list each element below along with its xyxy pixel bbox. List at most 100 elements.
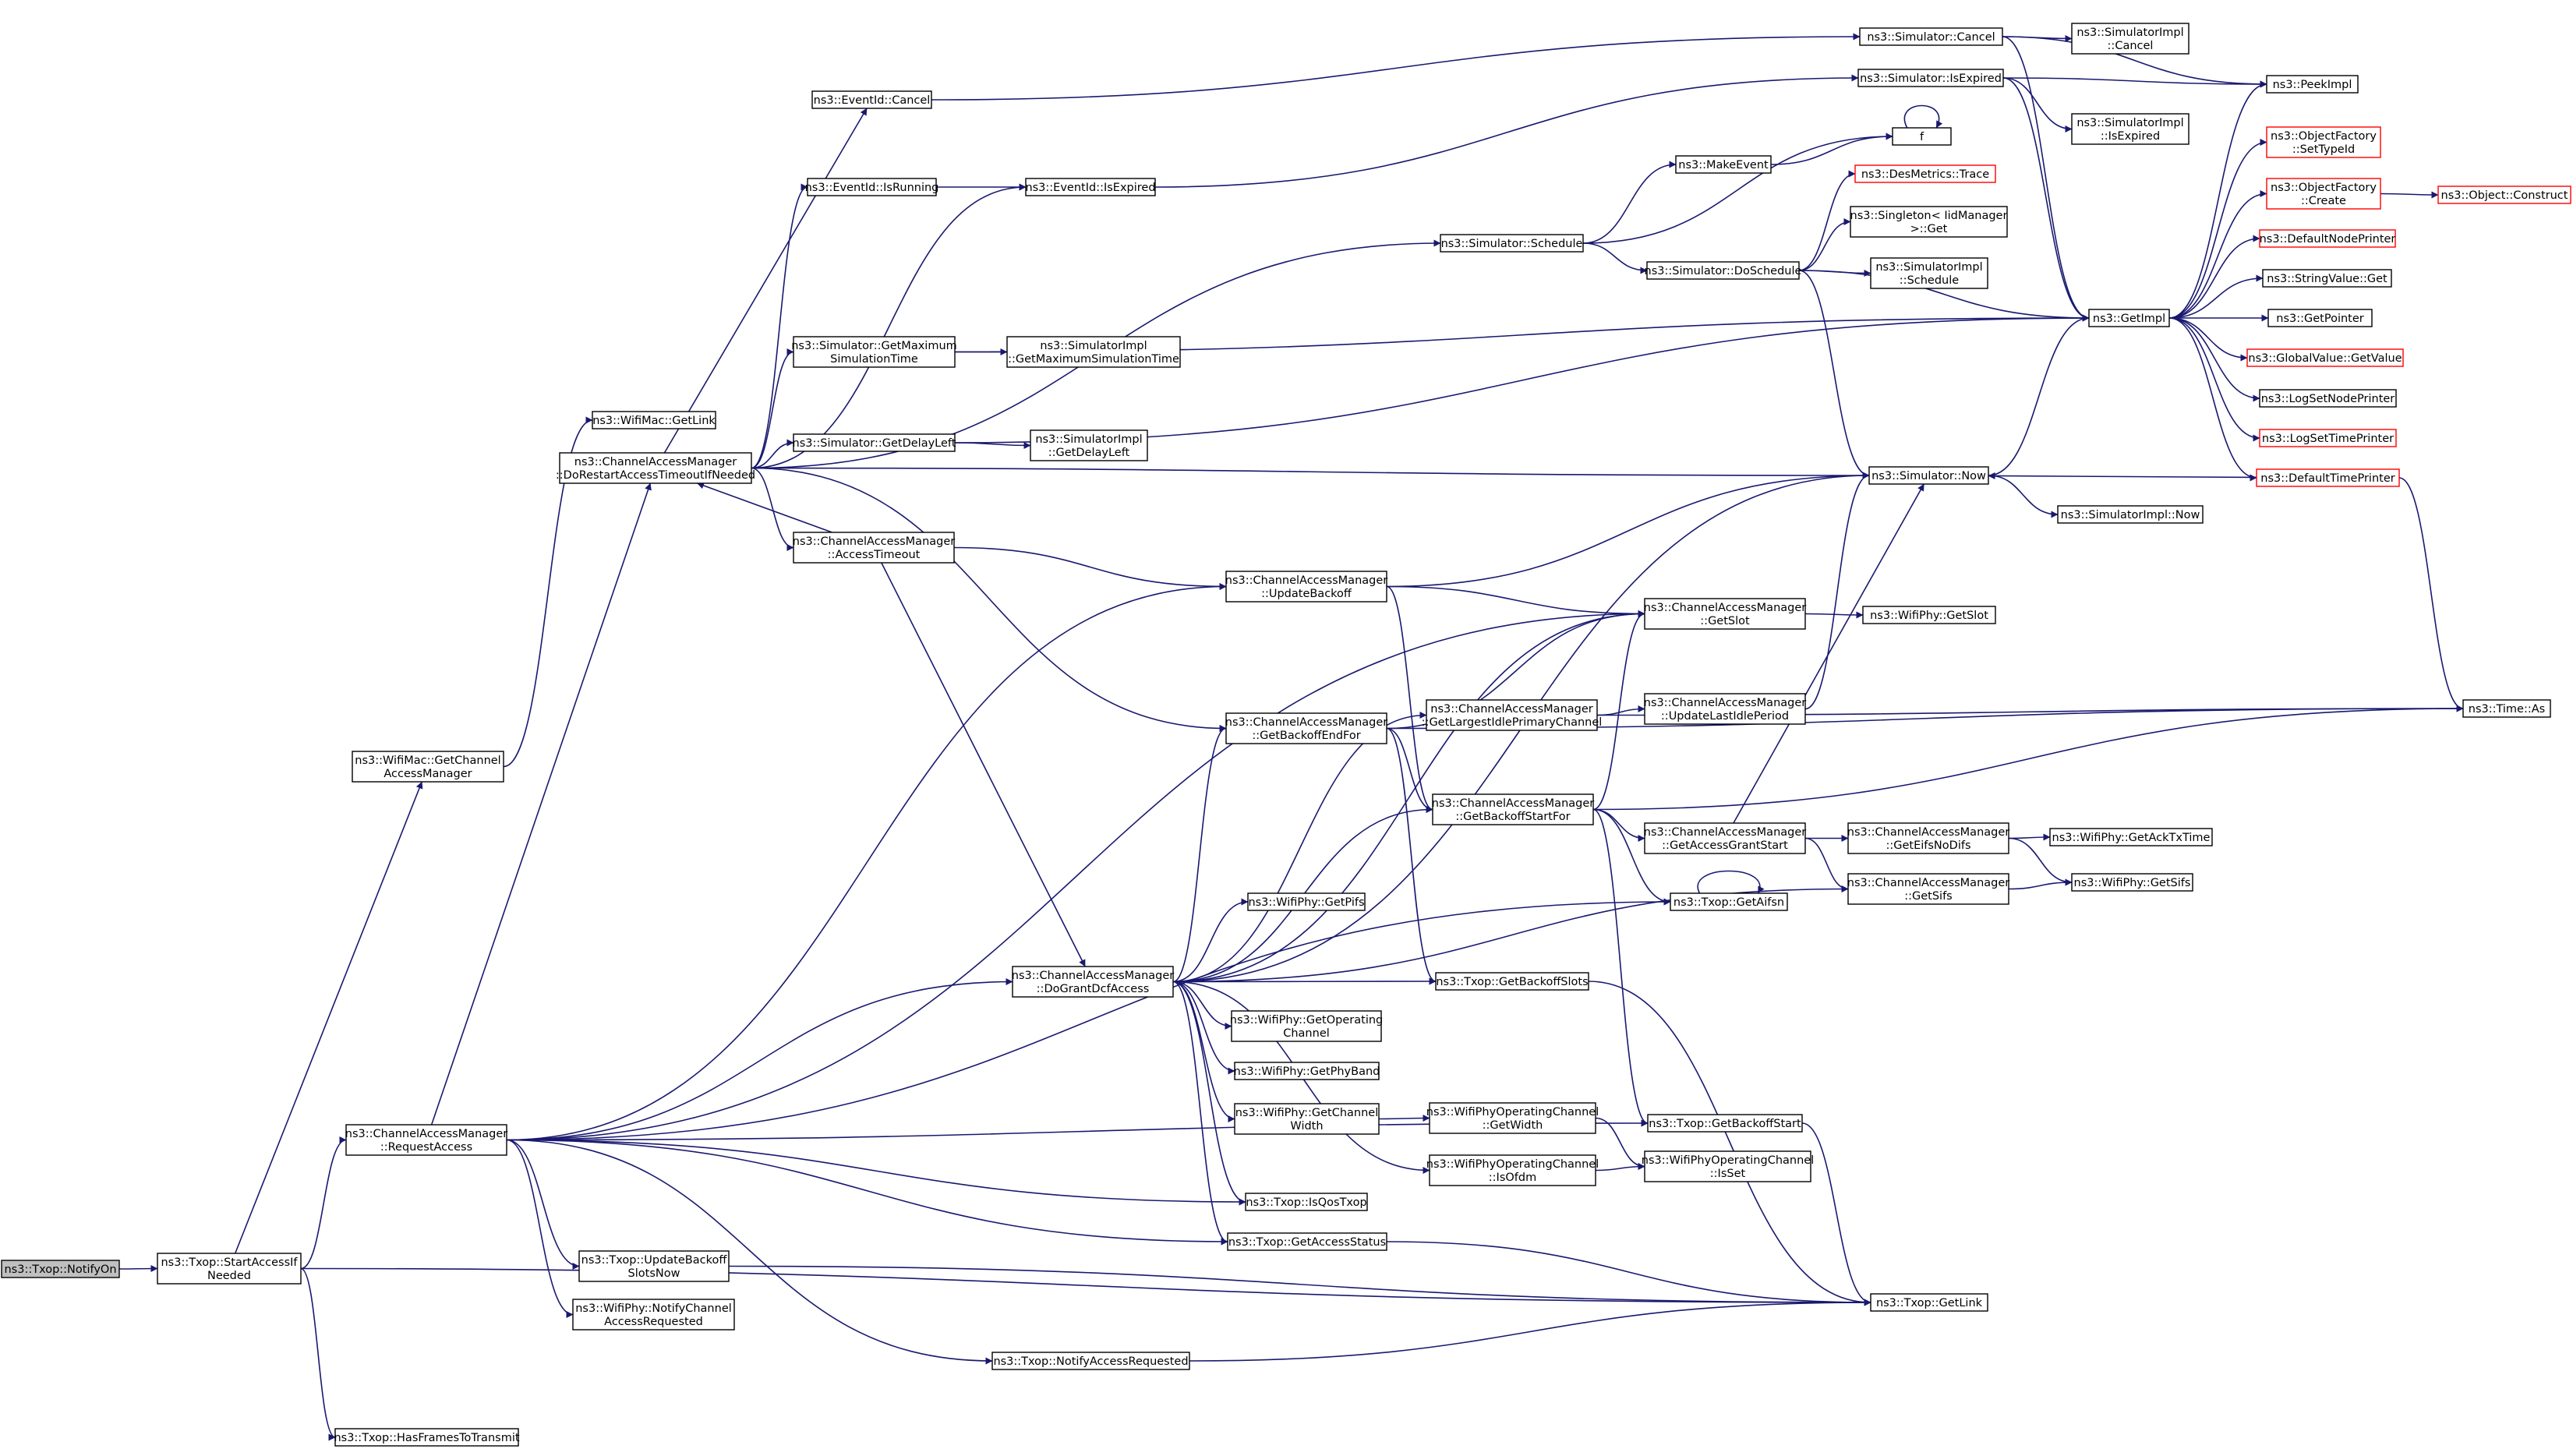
node-txop-getbackoffslots[interactable]: ns3::Txop::GetBackoffSlots (1435, 972, 1589, 991)
node-simulatorimpl-getdelayleft[interactable]: ns3::SimulatorImpl::GetDelayLeft (1030, 429, 1148, 461)
node-simulator-now[interactable]: ns3::Simulator::Now (1868, 466, 1989, 485)
node-wifimac-getlink[interactable]: ns3::WifiMac::GetLink (592, 411, 716, 429)
node-txop-getaifsn[interactable]: ns3::Txop::GetAifsn (1670, 892, 1788, 911)
node-wifiphy-getslot[interactable]: ns3::WifiPhy::GetSlot (1862, 606, 1996, 624)
node-logsettimeprinter[interactable]: ns3::LogSetTimePrinter (2259, 429, 2397, 447)
node-objectfactory-create-label: ::Create (2301, 195, 2346, 207)
node-simulator-isexpired[interactable]: ns3::Simulator::IsExpired (1857, 69, 2004, 87)
node-txop-hasframestotransmit[interactable]: ns3::Txop::HasFramesToTransmit (334, 1428, 520, 1447)
node-wifiphyoperatingchannel-isset[interactable]: ns3::WifiPhyOperatingChannel::IsSet (1642, 1150, 1814, 1182)
node-simulatorimpl-cancel[interactable]: ns3::SimulatorImpl::Cancel (2071, 23, 2190, 55)
node-logsetnodeprinter[interactable]: ns3::LogSetNodePrinter (2259, 389, 2397, 408)
node-simulator-schedule-label: ns3::Simulator::Schedule (1441, 238, 1583, 250)
edge-cam-dograntdcfaccess-to-wifiphy-getchannelwidth (1172, 981, 1235, 1122)
node-txop-notifyaccessrequested-label: ns3::Txop::NotifyAccessRequested (993, 1355, 1188, 1368)
edge-cam-requestaccess-to-txop-getaifsn (506, 898, 1671, 1141)
node-stringvalue-get[interactable]: ns3::StringValue::Get (2262, 269, 2392, 288)
edge-cam-dograntdcfaccess-to-wifiphy-getoperatingchannel (1172, 981, 1232, 1030)
node-globalvalue-getvalue-label: ns3::GlobalValue::GetValue (2248, 352, 2402, 365)
node-wifiphy-getpifs-label: ns3::WifiPhy::GetPifs (1248, 896, 1364, 909)
node-simulator-schedule[interactable]: ns3::Simulator::Schedule (1440, 234, 1584, 253)
node-cam-accesstimeout[interactable]: ns3::ChannelAccessManager::AccessTimeout (793, 532, 956, 564)
edge-cam-geteifsnodifs-to-wifiphy-getacktxtime (2008, 833, 2051, 841)
node-cam-getslot[interactable]: ns3::ChannelAccessManager::GetSlot (1644, 598, 1807, 630)
node-getpointer[interactable]: ns3::GetPointer (2267, 309, 2373, 327)
node-desmetrics-trace[interactable]: ns3::DesMetrics::Trace (1854, 164, 1996, 183)
node-wifiphy-notifychannelaccessrequested[interactable]: ns3::WifiPhy::NotifyChannelAccessRequest… (572, 1299, 735, 1331)
edge-cam-getbackoffstartfor-to-time-as (1592, 705, 2464, 811)
node-cam-getbackoffendfor[interactable]: ns3::ChannelAccessManager::GetBackoffEnd… (1225, 712, 1388, 744)
node-time-as[interactable]: ns3::Time::As (2462, 699, 2551, 718)
node-objectfactory-create[interactable]: ns3::ObjectFactory::Create (2266, 178, 2381, 210)
node-cam-getsifs[interactable]: ns3::ChannelAccessManager::GetSifs (1847, 873, 2010, 905)
nodes-layer: ns3::Txop::NotifyOn ns3::Txop::StartAcces… (1, 23, 2571, 1447)
node-simulator-getmaximumsimulationtime-label: ns3::Simulator::GetMaximum (791, 340, 957, 352)
node-simulator-getdelayleft[interactable]: ns3::Simulator::GetDelayLeft (793, 433, 956, 452)
node-txop-isqostxop[interactable]: ns3::Txop::IsQosTxop (1245, 1193, 1368, 1211)
node-cam-getaccessgrantstart[interactable]: ns3::ChannelAccessManager::GetAccessGran… (1644, 822, 1807, 854)
node-txop-notifyon[interactable]: ns3::Txop::NotifyOn (1, 1260, 120, 1278)
node-wifiphy-getsifs-label: ns3::WifiPhy::GetSifs (2074, 877, 2191, 889)
node-simulatorimpl-getmaximumsimulationtime[interactable]: ns3::SimulatorImpl::GetMaximumSimulation… (1006, 336, 1181, 368)
node-cam-updatelastidleperiod[interactable]: ns3::ChannelAccessManager::UpdateLastIdl… (1644, 693, 1807, 725)
node-objectfactory-settypeid[interactable]: ns3::ObjectFactory::SetTypeId (2266, 126, 2381, 158)
node-getimpl[interactable]: ns3::GetImpl (2088, 309, 2170, 327)
node-simulatorimpl-now-label: ns3::SimulatorImpl::Now (2061, 509, 2200, 521)
edge-cam-accesstimeout-to-cam-dograntdcfaccess (881, 562, 1086, 967)
edge-simulator-now-to-getimpl (1988, 314, 2090, 476)
node-simulator-doschedule[interactable]: ns3::Simulator::DoSchedule (1645, 261, 1802, 280)
node-cam-getbackoffstartfor[interactable]: ns3::ChannelAccessManager::GetBackoffSta… (1432, 793, 1595, 825)
node-eventid-cancel[interactable]: ns3::EventId::Cancel (811, 90, 932, 109)
node-makeevent[interactable]: ns3::MakeEvent (1675, 155, 1772, 174)
node-simulatorimpl-getdelayleft-label: ::GetDelayLeft (1048, 447, 1130, 459)
node-cam-requestaccess[interactable]: ns3::ChannelAccessManager::RequestAccess (345, 1124, 508, 1156)
node-txop-updatebackoffslotsnow-label: SlotsNow (628, 1267, 680, 1280)
node-objectfactory-create-box (2266, 178, 2381, 210)
node-wifiphyoperatingchannel-isofdm[interactable]: ns3::WifiPhyOperatingChannel::IsOfdm (1426, 1154, 1599, 1186)
node-globalvalue-getvalue[interactable]: ns3::GlobalValue::GetValue (2246, 348, 2404, 367)
node-cam-updatebackoff[interactable]: ns3::ChannelAccessManager::UpdateBackoff (1225, 571, 1388, 603)
node-wifiphy-getsifs[interactable]: ns3::WifiPhy::GetSifs (2071, 873, 2193, 892)
edge-txop-notifyaccessrequested-to-txop-getlink (1189, 1299, 1871, 1362)
node-txop-getaccessstatus[interactable]: ns3::Txop::GetAccessStatus (1227, 1232, 1387, 1251)
node-wifiphy-getphyband[interactable]: ns3::WifiPhy::GetPhyBand (1234, 1062, 1380, 1080)
node-simulatorimpl-isexpired[interactable]: ns3::SimulatorImpl::IsExpired (2071, 113, 2190, 145)
node-simulator-cancel[interactable]: ns3::Simulator::Cancel (1859, 27, 2003, 46)
node-defaulttimeprinter[interactable]: ns3::DefaultTimePrinter (2256, 468, 2400, 487)
node-txop-getbackoffstart[interactable]: ns3::Txop::GetBackoffStart (1647, 1114, 1803, 1133)
node-wifiphy-getpifs[interactable]: ns3::WifiPhy::GetPifs (1247, 892, 1366, 911)
edge-cam-updatelastidleperiod-to-simulator-now (1804, 472, 1870, 710)
node-object-construct[interactable]: ns3::Object::Construct (2437, 186, 2571, 204)
node-wifiphyoperatingchannel-isofdm-label: ::IsOfdm (1489, 1172, 1536, 1184)
node-wifiphy-getacktxtime[interactable]: ns3::WifiPhy::GetAckTxTime (2049, 828, 2213, 846)
node-eventid-isexpired[interactable]: ns3::EventId::IsExpired (1025, 178, 1156, 196)
node-peekimpl[interactable]: ns3::PeekImpl (2266, 75, 2359, 94)
edge-simulator-schedule-to-f (1582, 133, 1893, 244)
node-simulator-getmaximumsimulationtime[interactable]: ns3::Simulator::GetMaximumSimulationTime (791, 336, 957, 368)
node-stringvalue-get-box (2262, 269, 2392, 288)
edge-cam-getbackoffendfor-to-cam-getbackoffstartfor (1386, 727, 1433, 813)
node-simulatorimpl-getdelayleft-box (1030, 429, 1148, 461)
node-simulatorimpl-schedule[interactable]: ns3::SimulatorImpl::Schedule (1870, 257, 1988, 289)
node-singleton-getidmanager[interactable]: ns3::Singleton< IidManager >::Get (1850, 206, 2008, 238)
node-cam-geteifsnodifs[interactable]: ns3::ChannelAccessManager::GetEifsNoDifs (1847, 822, 2010, 854)
node-txop-getlink[interactable]: ns3::Txop::GetLink (1870, 1293, 1988, 1312)
node-defaultnodeprinter[interactable]: ns3::DefaultNodePrinter (2259, 229, 2396, 248)
node-f[interactable]: f (1892, 127, 1952, 146)
node-eventid-isrunning[interactable]: ns3::EventId::IsRunning (805, 178, 939, 196)
node-cam-dorestartaccesstimeoutifneeded[interactable]: ns3::ChannelAccessManager::DoRestartAcce… (556, 452, 755, 484)
node-cam-dograntdcfaccess[interactable]: ns3::ChannelAccessManager::DoGrantDcfAcc… (1012, 966, 1175, 998)
node-txop-notifyaccessrequested[interactable]: ns3::Txop::NotifyAccessRequested (991, 1352, 1190, 1370)
node-cam-getlargestidleprimarychannel[interactable]: ns3::ChannelAccessManager::GetLargestIdl… (1422, 699, 1603, 731)
edge-cam-dorestartaccesstimeoutifneeded-to-cam-accesstimeout (751, 467, 794, 551)
node-simulatorimpl-now[interactable]: ns3::SimulatorImpl::Now (2057, 505, 2204, 524)
node-wifiphyoperatingchannel-getwidth[interactable]: ns3::WifiPhyOperatingChannel::GetWidth (1426, 1102, 1599, 1134)
node-wifimac-getlink-label: ns3::WifiMac::GetLink (592, 415, 716, 427)
node-cam-accesstimeout-label: ns3::ChannelAccessManager (793, 535, 956, 548)
node-peekimpl-label: ns3::PeekImpl (2273, 79, 2352, 91)
